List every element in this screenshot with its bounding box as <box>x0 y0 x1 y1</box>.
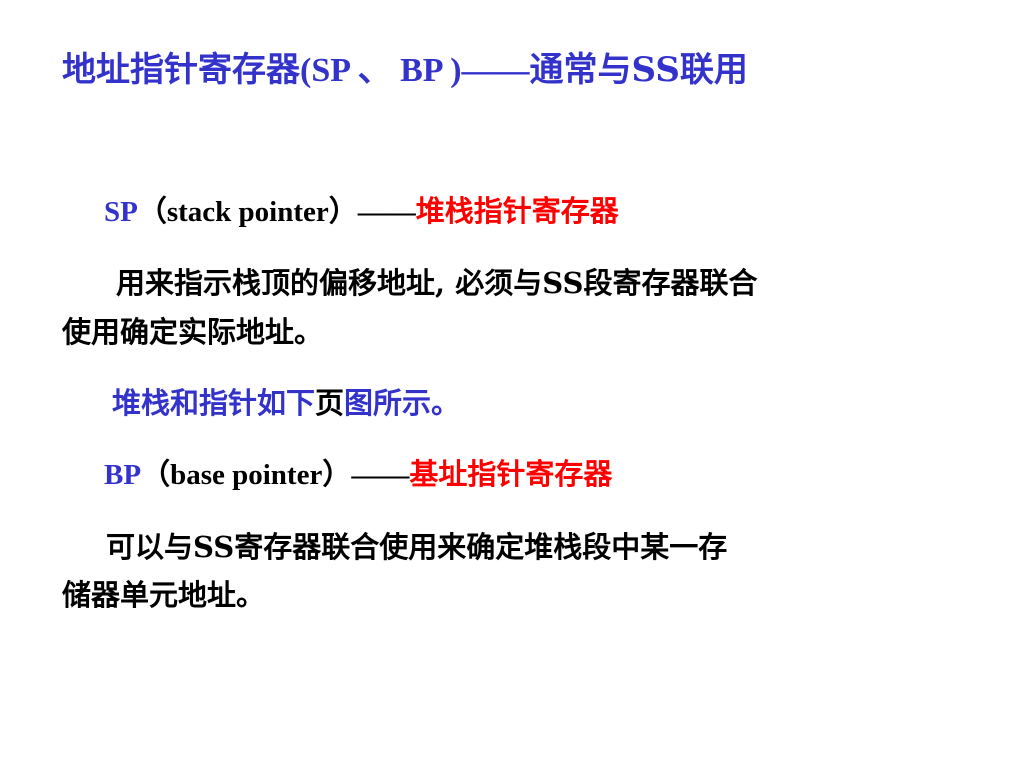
sp-heading: SP（stack pointer）——堆栈指针寄存器 <box>104 194 619 230</box>
sp-chinese-name: 堆栈指针寄存器 <box>415 194 619 228</box>
sp-full-name: （stack pointer）—— <box>137 196 416 228</box>
stack-note-part2: 页 <box>315 386 345 420</box>
stack-note-part1: 堆栈和指针如下 <box>112 386 316 420</box>
bp-abbr: BP <box>104 459 142 491</box>
title-suffix: 通常与SS联用 <box>529 50 748 90</box>
title-prefix: 地址指针寄存器(SP 、 BP )—— <box>62 52 530 89</box>
bp-heading: BP（base pointer）——基址指针寄存器 <box>104 457 612 493</box>
slide-title: 地址指针寄存器(SP 、 BP )——通常与SS联用 <box>62 50 748 92</box>
sp-description-line2: 使用确定实际地址。 <box>62 315 324 349</box>
bp-full-name: （base pointer）—— <box>141 459 410 491</box>
bp-description-line1: 可以与SS寄存器联合使用来确定堆栈段中某一存 <box>106 530 728 564</box>
bp-description-line2: 储器单元地址。 <box>62 578 266 612</box>
stack-note-part3: 图所示。 <box>344 386 461 420</box>
sp-description-line1: 用来指示栈顶的偏移地址, 必须与SS段寄存器联合 <box>116 266 758 300</box>
stack-figure-note: 堆栈和指针如下页图所示。 <box>112 386 460 421</box>
sp-abbr: SP <box>104 196 138 228</box>
bp-chinese-name: 基址指针寄存器 <box>409 457 613 491</box>
